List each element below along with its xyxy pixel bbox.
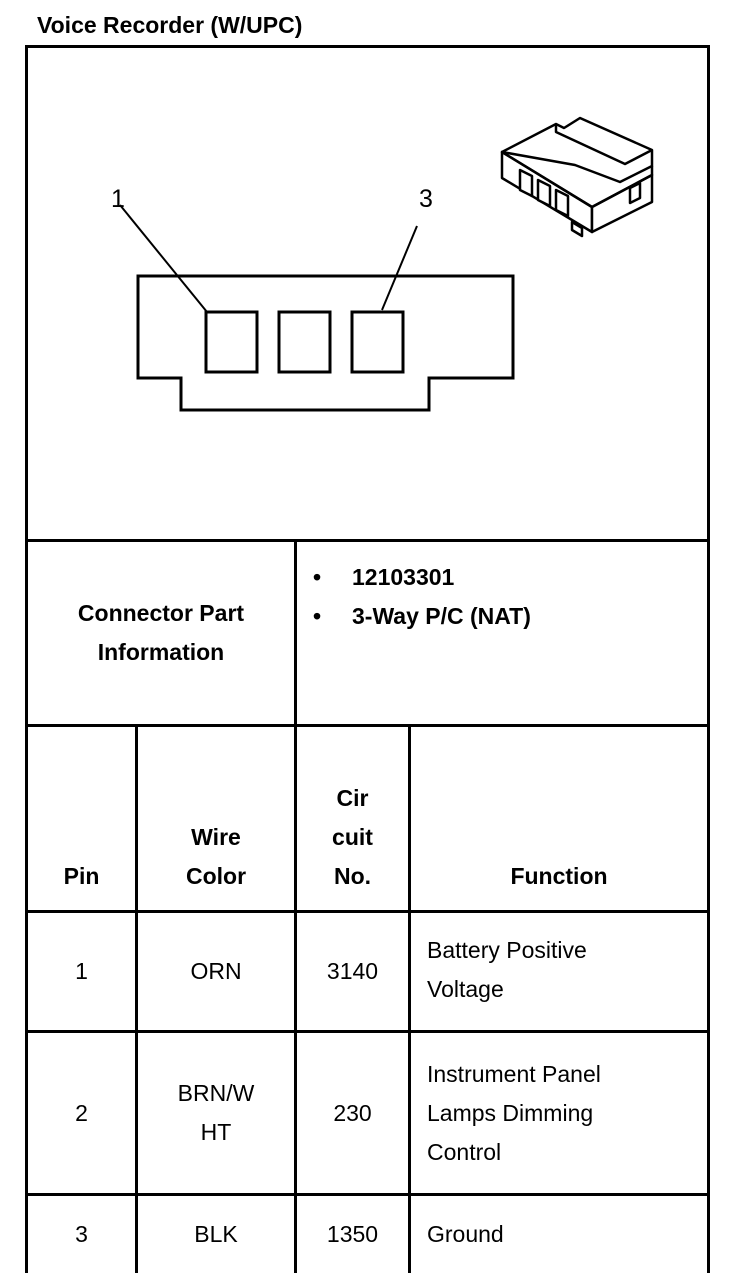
header-pin: Pin <box>63 863 100 889</box>
connector-body-outline <box>136 274 515 412</box>
table-row-1-circuit: 3140 <box>326 958 379 984</box>
table-row-1-function: Battery Positive Voltage <box>427 937 587 1002</box>
header-circuit-no: Cir cuit No. <box>332 785 373 889</box>
divider-row-1-bottom <box>25 1030 710 1033</box>
divider-diagram-bottom <box>25 539 710 542</box>
terminal-cavity-1 <box>204 310 259 374</box>
divider-col-pin <box>135 724 138 1273</box>
header-function: Function <box>510 863 608 889</box>
list-item: • 12103301 <box>313 558 531 597</box>
divider-row-2-bottom <box>25 1193 710 1196</box>
callout-line-3 <box>381 225 418 311</box>
page-title: Voice Recorder (W/UPC) <box>37 12 303 38</box>
divider-header-bottom <box>25 910 710 913</box>
connector-table-frame <box>25 45 710 1273</box>
table-row-2-wire-color: BRN/W HT <box>177 1080 255 1145</box>
connector-diagram: 1 3 <box>111 116 654 412</box>
table-row-3-circuit: 1350 <box>326 1221 379 1247</box>
terminal-cavity-3 <box>350 310 405 374</box>
table-row-1-pin: 1 <box>75 958 88 984</box>
connector-info-list: • 12103301 • 3-Way P/C (NAT) <box>313 558 531 636</box>
callout-label-1: 1 <box>111 185 125 213</box>
table-row-3-pin: 3 <box>75 1221 88 1247</box>
table-row-1-wire-color: ORN <box>190 958 242 984</box>
list-item: • 3-Way P/C (NAT) <box>313 597 531 636</box>
connector-description: 3-Way P/C (NAT) <box>352 603 531 629</box>
header-wire-color: Wire Color <box>185 824 247 889</box>
divider-connector-info-bottom <box>25 724 710 727</box>
divider-col-circuit <box>408 724 411 1273</box>
divider-connector-info-split <box>294 539 297 727</box>
terminal-cavity-2 <box>277 310 332 374</box>
callout-line-1 <box>119 204 208 313</box>
table-row-2-pin: 2 <box>75 1099 88 1126</box>
connector-info-label-line1: Connector Part <box>77 600 245 626</box>
bullet-icon: • <box>313 564 322 590</box>
callout-label-3: 3 <box>419 185 433 213</box>
table-row-2-circuit: 230 <box>333 1099 372 1126</box>
connector-isometric-icon <box>500 116 654 238</box>
bullet-icon: • <box>313 603 322 629</box>
table-row-3-function: Ground <box>427 1221 504 1247</box>
divider-col-wire <box>294 724 297 1273</box>
table-row-3-wire-color: BLK <box>194 1221 238 1247</box>
connector-info-label-line2: Information <box>97 639 225 665</box>
connector-part-number: 12103301 <box>352 564 455 590</box>
table-row-2-function: Instrument Panel Lamps Dimming Control <box>427 1060 601 1165</box>
connector-info-label: Connector Part Information <box>28 542 294 724</box>
